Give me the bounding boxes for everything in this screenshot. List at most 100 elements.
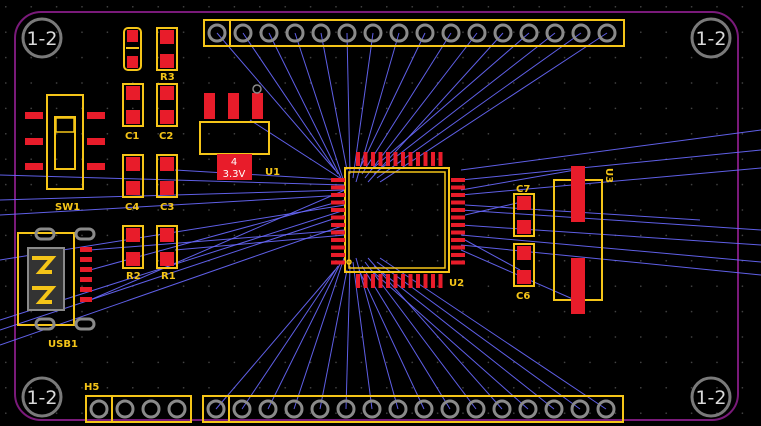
- header-h5[interactable]: H5: [84, 382, 192, 423]
- ratsnest-line: [241, 265, 339, 410]
- ratsnest-line: [460, 234, 761, 263]
- header-pin: [597, 23, 617, 43]
- c6-label: C6: [516, 291, 530, 302]
- ratsnest-line: [293, 257, 345, 410]
- component-c4[interactable]: C4: [122, 154, 144, 213]
- u2-pad: [331, 185, 345, 190]
- u2-pad: [386, 274, 390, 288]
- u1-pin-number: 4: [231, 157, 237, 168]
- u2-pad: [371, 152, 375, 166]
- u2-pad: [451, 223, 465, 227]
- component-usb1[interactable]: USB1: [17, 227, 96, 350]
- u2-pad: [331, 230, 345, 235]
- c2-label: C2: [159, 131, 173, 142]
- ratsnest-line: [364, 261, 477, 410]
- u2-pad: [451, 185, 465, 190]
- u2-pad: [451, 245, 465, 250]
- component-c1[interactable]: C1: [122, 83, 144, 142]
- header-pin: [518, 399, 538, 419]
- u2-pad: [331, 260, 345, 265]
- u2-pad: [331, 215, 345, 220]
- u2-pad: [331, 253, 345, 257]
- component-r3[interactable]: R3: [123, 27, 178, 83]
- ratsnest-line: [89, 189, 346, 301]
- usb1-label: USB1: [48, 339, 78, 350]
- r3-label: R3: [160, 72, 175, 83]
- u2-pad: [451, 208, 465, 212]
- component-u2[interactable]: U2: [331, 152, 465, 289]
- u1-label: U1: [265, 167, 280, 178]
- header-pin: [519, 23, 539, 43]
- ratsnest-line: [242, 32, 339, 175]
- u2-label: U2: [449, 278, 464, 289]
- header-pin: [415, 23, 435, 43]
- header-pin: [232, 399, 252, 419]
- u2-pad: [451, 230, 465, 235]
- component-c6[interactable]: C6: [513, 243, 535, 302]
- ratsnest-line: [460, 169, 576, 191]
- u2-pad: [451, 253, 465, 257]
- header-pin: [310, 399, 330, 419]
- component-c7[interactable]: C7: [513, 184, 535, 237]
- u2-pad: [431, 152, 435, 166]
- u2-pad: [371, 274, 375, 288]
- u2-pad: [331, 238, 345, 242]
- component-sw1[interactable]: SW1: [25, 94, 105, 213]
- header-pin: [233, 23, 253, 43]
- mount-hole-bottom-right[interactable]: 1-2: [690, 376, 732, 418]
- ratsnest-line: [460, 224, 761, 246]
- u2-pad: [401, 152, 405, 166]
- u2-pad: [416, 274, 420, 288]
- component-u1[interactable]: 4 3.3V U1: [199, 84, 280, 180]
- component-r2[interactable]: R2: [122, 225, 144, 282]
- u2-pad: [378, 274, 383, 288]
- ratsnest-line: [460, 209, 761, 231]
- header-pin: [206, 399, 226, 419]
- header-pin: [89, 399, 109, 419]
- board-outline: [14, 11, 739, 421]
- ratsnest-line: [460, 129, 761, 171]
- component-c2[interactable]: C2: [156, 83, 178, 142]
- ratsnest-line: [361, 32, 452, 175]
- header-pin: [115, 399, 135, 419]
- header-pin: [167, 399, 187, 419]
- ratsnest-line: [364, 32, 478, 179]
- ratsnest-line: [460, 244, 761, 276]
- component-r1[interactable]: R1: [156, 225, 178, 282]
- component-c3[interactable]: C3: [156, 154, 178, 213]
- header-bottom[interactable]: [202, 395, 624, 423]
- header-pin: [596, 399, 616, 419]
- u2-pad: [331, 223, 345, 227]
- header-pin: [258, 399, 278, 419]
- ratsnest-line: [346, 32, 351, 175]
- header-top[interactable]: [203, 19, 625, 47]
- u2-pad: [393, 152, 398, 166]
- component-u3[interactable]: U3: [553, 166, 614, 314]
- mount-hole-top-right[interactable]: 1-2: [690, 17, 732, 59]
- ratsnest-line: [361, 265, 451, 410]
- ratsnest-line: [373, 265, 555, 410]
- ratsnest-line: [268, 32, 342, 179]
- u2-pad: [363, 274, 368, 288]
- mount-hole-label: 1-2: [26, 28, 57, 50]
- header-pin: [285, 23, 305, 43]
- u2-pad: [331, 245, 345, 250]
- header-pin: [440, 399, 460, 419]
- ratsnest-line: [367, 32, 504, 183]
- ratsnest-line: [320, 32, 348, 171]
- header-pin: [414, 399, 434, 419]
- header-pin: [259, 23, 279, 43]
- mount-hole-bottom-left[interactable]: 1-2: [21, 376, 63, 418]
- ratsnest-line: [373, 32, 556, 175]
- u2-pad: [331, 200, 345, 205]
- ratsnest-line: [345, 265, 351, 410]
- u2-pad: [386, 152, 390, 166]
- mount-hole-top-left[interactable]: 1-2: [21, 17, 63, 59]
- header-pin: [545, 23, 565, 43]
- header-pin: [141, 399, 161, 419]
- header-pin: [337, 23, 357, 43]
- mount-hole-label: 1-2: [695, 387, 726, 409]
- header-pin: [362, 399, 382, 419]
- ratsnest-line: [0, 194, 346, 216]
